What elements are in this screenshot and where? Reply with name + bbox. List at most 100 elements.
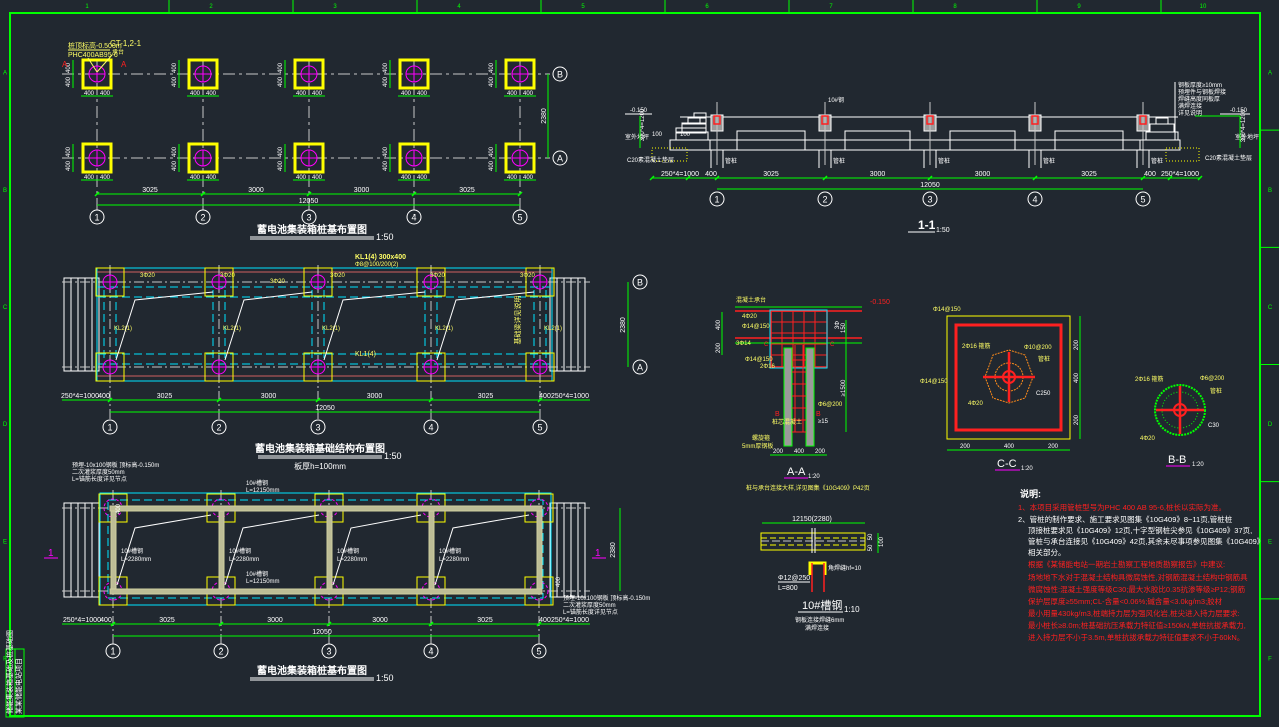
stub-beam-tag: KL2(1)	[223, 326, 241, 332]
cap-dim-label: 400	[206, 175, 217, 181]
beam-profile	[1054, 130, 1124, 150]
cap-dim-label: 400	[296, 175, 307, 181]
axis-5-label: 5	[537, 423, 542, 433]
dim-tick	[411, 191, 417, 197]
gravel-label-right: C20素混凝土垫层	[1205, 154, 1252, 162]
cross-channel-len: L=2280mm	[229, 557, 259, 563]
title-block: 储能集装箱基础及桩基础图 某某储能电站项目	[5, 630, 25, 718]
bb-label-0: 2Φ16 箍筋	[1135, 375, 1163, 383]
label-4: Φ14@150	[745, 357, 773, 363]
beam-profile	[949, 130, 1016, 150]
corner-note-1: 预埋-10x100钢板 顶标高-0.150m	[72, 461, 159, 469]
left-row-marker-A: A	[3, 71, 7, 77]
span-dim-label: 3000	[354, 187, 370, 194]
pile-tag: 管桩	[725, 157, 737, 165]
inner-dash	[107, 499, 544, 599]
pile-section	[1154, 384, 1206, 436]
rebar-box	[821, 115, 829, 125]
column-marker-5: 5	[581, 4, 585, 10]
dim-tick	[428, 621, 434, 627]
rail-dim-1: 50	[868, 544, 874, 551]
pile-cap	[525, 352, 555, 382]
cap-dim-label: 400	[401, 175, 412, 181]
section-a-a-scale: 1:20	[808, 474, 820, 480]
note-line-6: 根据《某储能电站一期岩土勘察工程地质勘察报告》中建议:	[1028, 559, 1225, 569]
mark-c-right: C	[830, 342, 835, 348]
note-line-1: 1、本项目采用管桩型号为PHC 400 AB 95-6,桩长以实际为准。	[1018, 502, 1226, 512]
title-block-text-2: 某某储能电站项目	[14, 658, 23, 714]
cap-dim-label: 400	[507, 91, 518, 97]
axis-3-bubble	[922, 191, 938, 207]
cap-dim-label: 400	[172, 62, 178, 73]
dim-200: 200	[716, 342, 722, 353]
cap-dim: 400	[116, 503, 122, 514]
plan2-scale: 1:50	[384, 451, 402, 461]
span-dim-label: 3000	[261, 393, 277, 400]
rail-note-2: 满焊连接	[805, 624, 829, 632]
column-marker-6: 6	[705, 4, 709, 10]
row-marker-A: A	[1268, 71, 1272, 77]
left-row-marker-C: C	[3, 305, 8, 311]
total-dim-label: 12050	[920, 182, 940, 189]
side-right-dim: 250*4=1000	[1161, 171, 1199, 178]
label-1: 4Φ20	[742, 314, 757, 320]
pile-cap	[187, 58, 219, 90]
axis-row-B-label: B	[637, 278, 643, 288]
span-dim-label: 3025	[1081, 171, 1097, 178]
axis-1-bubble	[102, 419, 118, 435]
container-pile-plan: 10#槽钢L=2280mm10#槽钢L=2280mm10#槽钢L=2280mm1…	[44, 461, 650, 683]
pile-tag: 管桩	[1043, 157, 1055, 165]
cc-label-6: C250	[1036, 391, 1051, 397]
axis-3-bubble	[301, 209, 317, 225]
cap-dim-label: 400	[489, 62, 495, 73]
cap-dim-label: 400	[84, 175, 95, 181]
cap-dim-label: 400	[401, 91, 412, 97]
ground-label-right: 室外地坪	[1235, 133, 1259, 141]
anchor-label: Φ12@250	[778, 575, 810, 582]
axis-4-bubble	[1027, 191, 1043, 207]
dim-tick	[649, 175, 655, 181]
span-dim-label: 3025	[763, 171, 779, 178]
corner-note-3: L=锚筋长度详见节点	[72, 475, 127, 483]
column-marker-10: 10	[1200, 4, 1207, 10]
dim-tick	[714, 175, 720, 181]
cap-dim-label: 400	[489, 146, 495, 157]
section-note-1: 预埋件与钢板焊接	[1178, 88, 1226, 96]
stub-beam-tag: KL2(1)	[435, 326, 453, 332]
cap-tag: 3Φ20	[330, 273, 345, 279]
cc-side-dim-0: 200	[1074, 339, 1080, 350]
edge-dim: 400	[1144, 171, 1156, 178]
rebar-box	[1031, 115, 1039, 125]
label-0: 混凝土承台	[736, 296, 766, 304]
axis-5-bubble	[531, 643, 547, 659]
note-line-11: 最小桩长≥8.0m;桩基础抗压承载力特征值≥150kN,单桩抗拔承载力,	[1028, 620, 1246, 630]
section-note-4: 详见说明	[1178, 109, 1202, 117]
pile-cap	[95, 352, 125, 382]
section-1-1-title: 1-1	[918, 218, 936, 232]
note-line-7: 场地地下水对于混凝土结构具微腐蚀性,对钢筋混凝土结构中钢筋具	[1028, 572, 1248, 582]
corner-note-3-right: L=锚筋长度详见节点	[563, 608, 618, 616]
elev-top-label-right: -0.150	[1230, 108, 1248, 114]
axis-2-label: 2	[200, 213, 205, 223]
axis-2-bubble	[817, 191, 833, 207]
masonry-step	[1145, 131, 1179, 141]
cap-dim-label: 400	[312, 175, 323, 181]
beam-top-label: KL1(4) 300x400	[355, 254, 406, 261]
plan3-scale: 1:50	[376, 673, 394, 683]
mark-b-right: B	[816, 411, 821, 418]
mark-c-left: C	[764, 342, 769, 348]
side-left-dim: 250*4=1000	[63, 617, 101, 624]
axis-5-label: 5	[517, 213, 522, 223]
pile-wall-left	[783, 347, 793, 447]
cap-tag: 3Φ20	[520, 273, 535, 279]
plan3-title: 蓄电池集装箱桩基布置图	[257, 664, 367, 677]
bb-label-1: Φ6@200	[1200, 376, 1225, 382]
axis-5-bubble	[532, 419, 548, 435]
pile-cap	[398, 58, 430, 90]
channel-steel-v	[428, 507, 435, 592]
channel-steel-bottom	[109, 588, 543, 595]
